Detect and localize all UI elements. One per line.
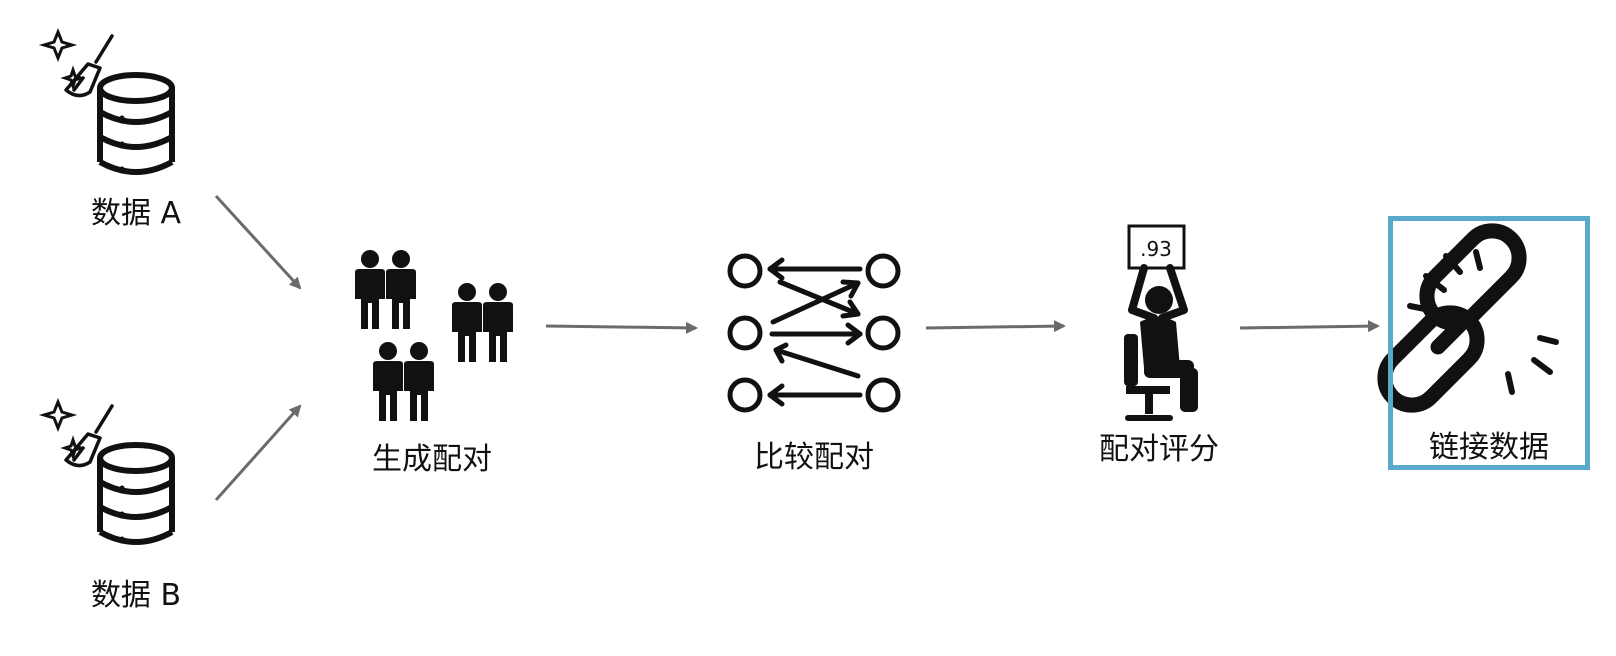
score-value: .93 bbox=[1140, 237, 1172, 261]
arrow-b-to-pairs bbox=[214, 404, 302, 501]
people-pairs-icon bbox=[355, 250, 513, 421]
database-a-icon bbox=[44, 32, 172, 172]
arrow-score-to-linked bbox=[1239, 320, 1380, 333]
linked-data-highlight-box bbox=[1388, 216, 1590, 470]
label-data-b: 数据 B bbox=[90, 578, 182, 613]
arrow-a-to-pairs bbox=[214, 194, 302, 290]
arrow-pairs-to-compare bbox=[545, 321, 698, 334]
label-score-pairs: 配对评分 bbox=[1099, 432, 1219, 467]
arrow-compare-to-score bbox=[925, 320, 1066, 333]
label-data-a: 数据 A bbox=[90, 196, 182, 231]
label-linked-data: 链接数据 bbox=[1429, 430, 1549, 465]
database-b-icon bbox=[44, 402, 172, 542]
label-generate-pairs: 生成配对 bbox=[372, 442, 492, 477]
judge-score-icon: .93 bbox=[1124, 224, 1198, 421]
label-compare-pairs: 比较配对 bbox=[754, 440, 874, 475]
compare-arrows-icon bbox=[727, 253, 901, 413]
